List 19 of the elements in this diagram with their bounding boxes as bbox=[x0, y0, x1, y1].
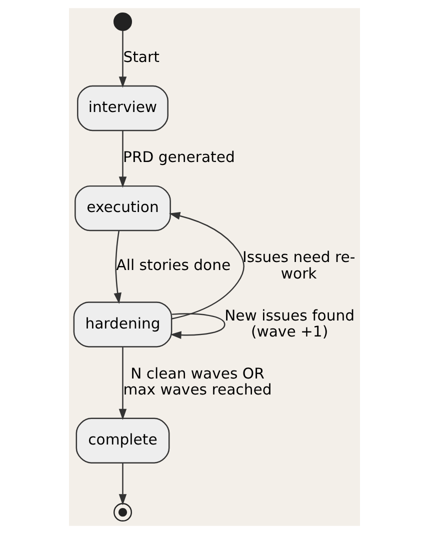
arrow bbox=[113, 230, 121, 304]
edge-label: Issues need re-work bbox=[242, 249, 355, 282]
edge-label: PRD generated bbox=[122, 149, 234, 166]
node-box: execution bbox=[74, 185, 170, 232]
edge-label: N clean waves OR max waves reached bbox=[122, 365, 272, 398]
arrow bbox=[118, 347, 126, 420]
node-box: hardening bbox=[72, 302, 172, 348]
edge-label: Start bbox=[122, 49, 159, 66]
arrow bbox=[118, 30, 126, 88]
node-box: interview bbox=[76, 85, 168, 132]
arrow bbox=[168, 212, 244, 320]
node-box: complete bbox=[75, 418, 170, 464]
arrow bbox=[118, 463, 126, 506]
arrow bbox=[170, 313, 225, 339]
node-circle bbox=[112, 503, 132, 522]
edge-label: All stories done bbox=[116, 257, 230, 274]
arrow bbox=[118, 130, 126, 188]
node-circle bbox=[112, 12, 132, 31]
edge-label: New issues found (wave +1) bbox=[224, 307, 354, 340]
